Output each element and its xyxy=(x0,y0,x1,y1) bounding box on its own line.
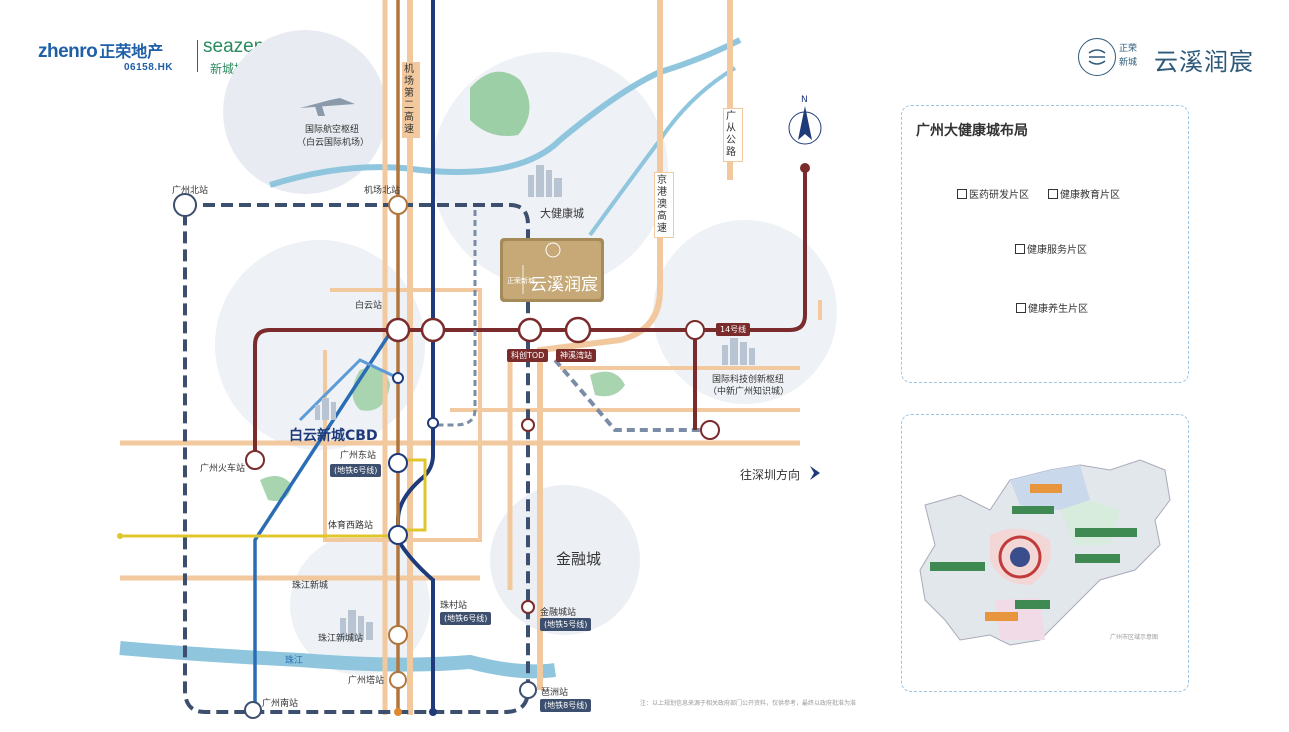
baiyun-cbd-label: 白云新城CBD xyxy=(289,428,378,444)
zhujiang-new-town-label: 珠江新城 xyxy=(292,581,329,591)
zone-health-service: 健康服务片区 xyxy=(1015,241,1087,256)
zhenro-cn-name: 正荣地产 xyxy=(99,44,164,61)
road-inner-ring xyxy=(323,288,482,542)
station-finance-city: 金融城站 xyxy=(540,608,577,618)
project-logo-line2: 新城 xyxy=(1119,58,1138,68)
zone-education-icon xyxy=(1048,189,1058,199)
station-guangzhou-north: 广州北站 xyxy=(172,186,209,196)
zone-pharma-rd: 医药研发片区 xyxy=(957,186,1029,201)
project-logo-small-text: 正荣 新城 xyxy=(1119,42,1137,70)
station-airport-north: 机场北站 xyxy=(364,186,401,196)
pearl-river-label: 珠江 xyxy=(285,656,304,666)
finance-city-label: 金融城 xyxy=(556,550,602,568)
shenzhen-direction-label: 往深圳方向 xyxy=(740,468,801,482)
rail-east-dashed xyxy=(553,358,700,432)
station-hubs xyxy=(173,193,720,719)
brand-divider xyxy=(197,40,198,72)
zone-service-icon xyxy=(1015,244,1025,254)
airport-region-bubble xyxy=(223,30,387,194)
project-logo-emblem-icon xyxy=(1078,38,1116,76)
project-logo-name: 云溪润宸 xyxy=(1154,48,1254,76)
project-logo-line1: 正荣 xyxy=(1119,44,1138,54)
badge-zhuji-lines: (地铁6号线) xyxy=(440,612,492,625)
compass-icon: N xyxy=(788,95,822,145)
zone-health-wellness: 健康养生片区 xyxy=(1016,300,1088,315)
metro-line-dashed-center xyxy=(433,210,477,427)
metro-line-lightblue xyxy=(298,358,399,422)
airport-sublabel: （白云国际机场） xyxy=(297,138,370,148)
project-card-small: 正荣新城 xyxy=(507,276,535,285)
pearl-river xyxy=(119,641,556,679)
compass-n-label: N xyxy=(801,95,808,105)
health-city-panel-title: 广州大健康城布局 xyxy=(916,123,1028,139)
guangzhou-overview-panel xyxy=(901,414,1189,692)
shenzhen-arrow-icon xyxy=(810,466,820,480)
station-guangzhou-south: 广州南站 xyxy=(262,699,299,709)
road-label-jinggangao: 京港澳高速 xyxy=(654,172,674,238)
project-logo: 正荣 新城 云溪润宸 xyxy=(1078,38,1268,76)
badge-guangzhou-east-lines: (地铁6号线) xyxy=(330,464,382,477)
river-north xyxy=(269,37,742,188)
road-label-guangcong: 广从公路 xyxy=(723,108,743,162)
zhenro-stock-code: 06158.HK xyxy=(124,62,174,73)
road-label-airport2: 机场第二高速 xyxy=(402,62,420,138)
seazen-wordmark: seazen xyxy=(203,36,265,57)
health-city-label: 大健康城 xyxy=(540,207,584,220)
badge-kechuang-tod: 科创TOD xyxy=(507,349,549,362)
station-baiyun: 白云站 xyxy=(355,301,383,311)
zone-health-education: 健康教育片区 xyxy=(1048,186,1120,201)
road-jinggangao xyxy=(537,0,663,690)
skyline-icons xyxy=(315,165,755,640)
brown-line-end xyxy=(394,708,402,716)
health-city-panel: 广州大健康城布局 xyxy=(901,105,1189,383)
station-tiyu-west: 体育西路站 xyxy=(328,521,374,531)
zone-pharma-label: 医药研发片区 xyxy=(969,190,1029,201)
airplane-icon xyxy=(300,98,355,116)
navy-line-end xyxy=(429,708,437,716)
disclaimer-footnote: 注：以上规划信息来源于相关政府部门公开资料，仅供参考，最终以政府批准为准 xyxy=(640,700,857,707)
airport-label: 国际航空枢纽 xyxy=(305,125,360,135)
metro-line-navy xyxy=(396,0,435,712)
station-zhuji: 珠村站 xyxy=(440,601,468,611)
station-guangzhou-east: 广州东站 xyxy=(340,451,377,461)
zone-service-label: 健康服务片区 xyxy=(1027,245,1087,256)
tech-hub-sublabel: （中新广州知识城） xyxy=(708,387,790,397)
station-guangzhou-railway: 广州火车站 xyxy=(200,464,246,474)
yellow-line-end xyxy=(117,533,123,539)
project-card: 正荣新城 云溪润宸 xyxy=(500,238,604,302)
tech-hub-region-bubble xyxy=(653,220,837,404)
station-pazhou: 琶洲站 xyxy=(541,688,569,698)
metro-line-yellow-loop xyxy=(398,458,427,532)
badge-shenjiang-station: 神溪湾站 xyxy=(556,349,596,362)
rail-outer-loop xyxy=(183,203,530,714)
zone-wellness-label: 健康养生片区 xyxy=(1028,304,1088,315)
zone-education-label: 健康教育片区 xyxy=(1060,190,1120,201)
zhenro-wordmark: zhenro xyxy=(38,41,98,62)
zone-wellness-icon xyxy=(1016,303,1026,313)
park-green-north xyxy=(470,71,530,136)
guangzhou-district-map xyxy=(919,459,1171,646)
badge-finance-lines: (地铁5号线) xyxy=(540,618,592,631)
metro-line-14-terminus xyxy=(800,163,810,173)
project-card-name: 云溪润宸 xyxy=(530,275,598,295)
tech-hub-label: 国际科技创新枢纽 xyxy=(712,375,785,385)
badge-pazhou-lines: (地铁8号线) xyxy=(540,699,592,712)
station-guangzhou-tower: 广州塔站 xyxy=(348,676,385,686)
metro-line-blue xyxy=(253,329,394,712)
station-zhujiang-new-town: 珠江新城站 xyxy=(318,634,364,644)
zone-pharma-icon xyxy=(957,189,967,199)
overview-footnote: 广州市区域示意图 xyxy=(1110,634,1159,641)
badge-line-14: 14号线 xyxy=(716,323,751,336)
park-green-east xyxy=(590,371,625,397)
